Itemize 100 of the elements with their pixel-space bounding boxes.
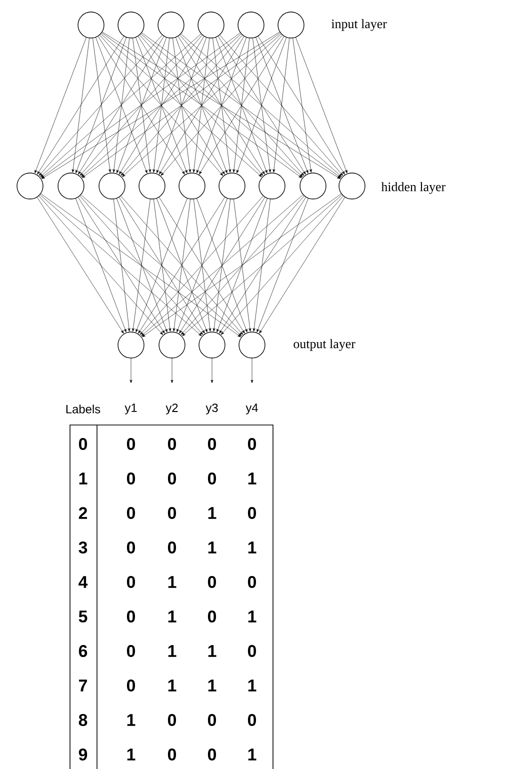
arrow [132,199,150,332]
arrow [296,37,348,174]
table-cell: 1 [248,680,256,692]
arrow [138,36,225,174]
arrow [92,38,112,172]
arrow [180,34,342,177]
arrow [140,34,264,176]
table-cell: 1 [208,680,216,692]
table-cell: 0 [168,542,176,554]
arrow [156,198,208,332]
neuron-circle [198,12,224,38]
table-cell: 1 [248,542,256,554]
table-cell: 1 [248,610,256,622]
arrow [158,197,245,334]
table-cell: 1 [168,645,176,657]
arrow [37,36,124,174]
arrow [120,196,244,335]
table-cell: 0 [248,576,256,588]
arrow [116,37,167,174]
table-cell: 0 [208,438,216,450]
neuron-circle [16,172,44,200]
arrow [152,38,170,172]
arrow [272,38,290,172]
table-cell: 0 [126,680,135,692]
table-cell: 1 [168,610,176,622]
arrow [141,194,304,336]
arrow [80,194,242,336]
arrow [78,36,164,174]
table-cell: 0 [248,645,256,657]
arrow [232,38,250,172]
arrow [199,36,284,174]
table-cell: 0 [126,542,135,554]
neuron-circle [118,332,144,358]
arrow [258,36,345,174]
arrow [118,197,205,334]
table-cell: 9 [78,748,88,760]
table-cell: 2 [78,507,88,519]
table-cell: 1 [127,748,136,760]
arrow [80,196,203,335]
table-cell: 8 [78,714,88,726]
arrow [102,32,340,179]
arrow [181,196,304,335]
arrow [98,36,185,174]
table-cell: 0 [208,748,216,760]
arrow [136,37,188,174]
table-cell: 0 [208,714,216,726]
column-header: y4 [246,404,258,414]
table-cell: 7 [79,680,87,692]
arrow [130,358,132,384]
table-cell: 0 [126,610,135,622]
arrow [132,38,152,172]
arrow [76,37,127,174]
table-cell: 0 [208,576,216,588]
arrow [42,32,280,179]
arrow [112,38,130,172]
arrow [142,194,342,338]
neuron-circle [158,332,186,358]
table-cell: 0 [208,610,216,622]
neuron-circle [198,332,226,358]
table-cell: 4 [78,576,88,588]
table-cell: 0 [248,438,256,450]
arrow [176,198,228,332]
table-cell: 0 [168,507,176,519]
arrow [196,198,248,332]
arrow [218,36,306,174]
neuron-circle [178,172,206,200]
table-cell: 0 [126,438,135,450]
arrow [256,198,308,332]
arrow [178,36,265,174]
table-cell: 1 [208,645,216,657]
arrow [142,32,341,178]
arrow [82,32,280,178]
table-cell: 1 [127,714,136,726]
table-cell: 1 [208,507,216,519]
arrow [41,32,240,178]
arrow [116,198,168,332]
table-cell: 6 [78,645,88,657]
arrow [176,37,228,174]
arrow [156,37,207,174]
table-cell: 1 [168,576,176,588]
arrow [212,38,232,172]
neuron-circle [78,12,104,38]
table-cell: 0 [168,438,176,450]
arrow [100,34,224,176]
neuron-circle [218,172,246,200]
arrow [136,198,188,332]
layer-label: input layer [331,19,387,31]
neuron-circle [138,172,166,200]
arrow [210,358,214,384]
arrow [159,36,244,174]
column-header: y3 [206,404,218,414]
arrow [193,199,212,332]
table-cell: 1 [248,748,256,760]
layer-label: output layer [294,339,356,351]
arrow [160,34,282,176]
table-cell: 0 [168,748,176,760]
arrow [80,34,202,176]
arrow [96,37,148,174]
table-cell: 5 [78,610,88,622]
table-cell: 1 [208,542,216,554]
